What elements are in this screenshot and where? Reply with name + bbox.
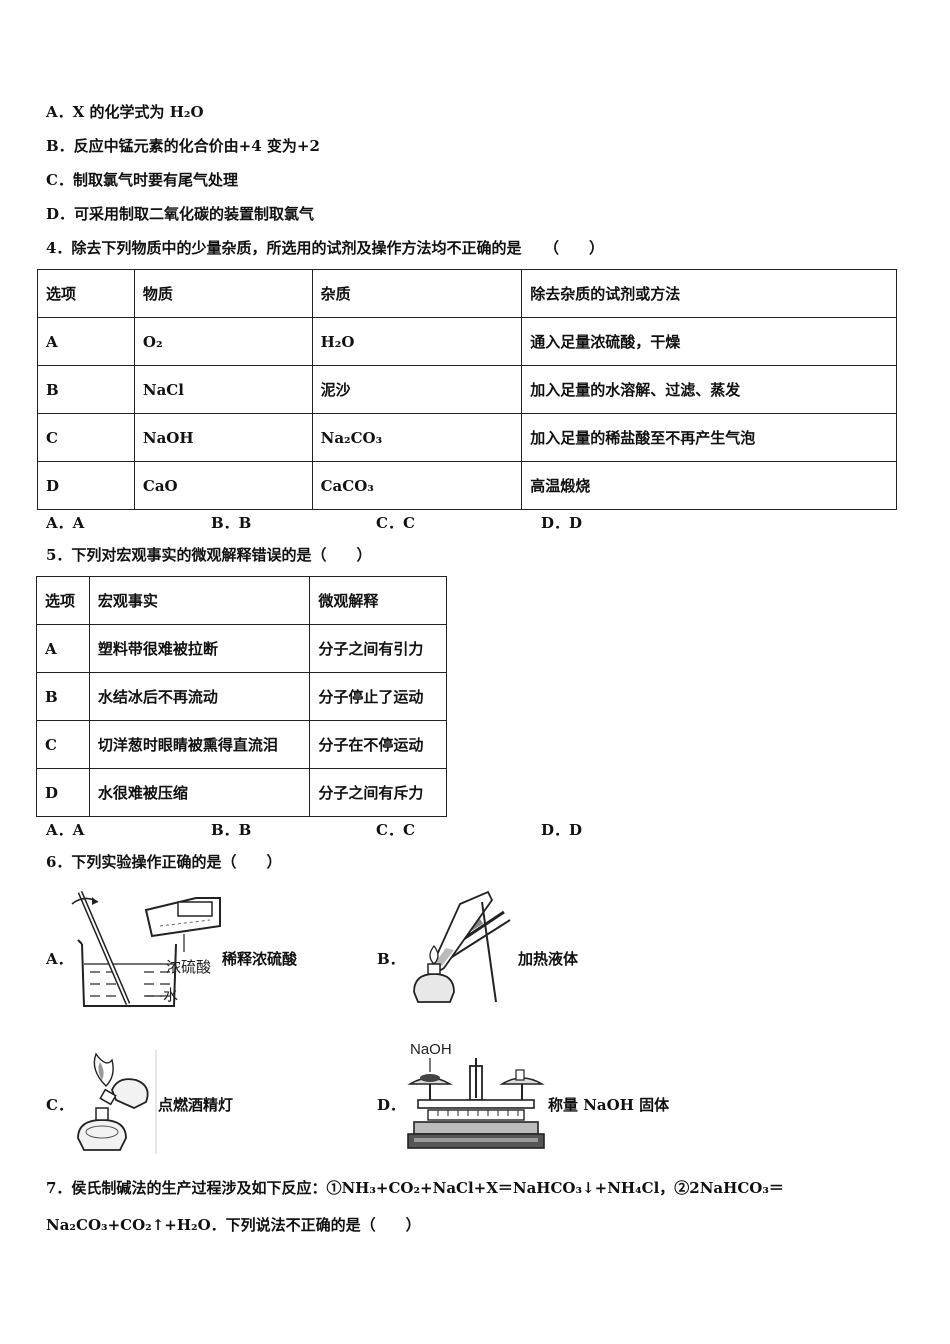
table-row: B 水结冰后不再流动 分子停止了运动 [36,672,447,721]
table-row: D 水很难被压缩 分子之间有斥力 [36,768,447,817]
table-cell: 泥沙 [311,365,523,414]
table-cell: Na₂CO₃ [311,413,523,462]
table-cell: 分子在不停运动 [309,720,447,769]
fig-label-naoh: NaOH [410,1041,452,1058]
table-cell: 加入足量的稀盐酸至不再产生气泡 [521,413,897,462]
table-cell: C [36,720,90,769]
q5-choice-c[interactable]: C．C [376,821,415,839]
table-cell: 分子停止了运动 [309,672,447,721]
q5-choice-d[interactable]: D．D [541,821,583,839]
q5-table: 选项 宏观事实 微观解释 A 塑料带很难被拉断 分子之间有引力 B 水结冰后不再… [36,576,447,817]
table-row: D CaO CaCO₃ 高温煅烧 [37,461,897,510]
q6-stem: 6．下列实验操作正确的是（ ） [46,853,282,871]
q6-item-d-caption: 称量 NaOH 固体 [548,1096,670,1114]
fig-label-acid: 浓硫酸 [166,959,211,976]
q4-table: 选项 物质 杂质 除去杂质的试剂或方法 A O₂ H₂O 通入足量浓硫酸，干燥 … [37,269,897,510]
table-cell: 水结冰后不再流动 [88,672,311,721]
header-cell: 宏观事实 [88,576,311,625]
q6-item-c-letter[interactable]: C． [46,1096,73,1114]
q6-item-d-letter[interactable]: D． [377,1096,406,1114]
q5-choice-b[interactable]: B．B [211,821,252,839]
q4-choice-c[interactable]: C．C [376,514,415,532]
q4-choices: A．A B．B C．C D．D [46,512,646,532]
table-cell: 分子之间有引力 [309,624,447,673]
table-row: A 塑料带很难被拉断 分子之间有引力 [36,624,447,673]
q3-option-d: D．可采用制取二氧化碳的装置制取氯气 [46,205,315,223]
q4-choice-a[interactable]: A．A [46,514,85,532]
q7-line-2: Na₂CO₃+CO₂↑+H₂O．下列说法不正确的是（ ） [46,1216,421,1234]
table-cell: CaO [133,461,313,510]
header-cell: 选项 [37,269,135,318]
heating-liquid-figure [413,890,511,1003]
q7-line-1: 7．侯氏制碱法的生产过程涉及如下反应：①NH₃+CO₂+NaCl+X＝NaHCO… [46,1179,784,1197]
table-cell: 加入足量的水溶解、过滤、蒸发 [521,365,897,414]
table-row: A O₂ H₂O 通入足量浓硫酸，干燥 [37,317,897,366]
table-cell: 塑料带很难被拉断 [88,624,311,673]
table-cell: CaCO₃ [311,461,523,510]
table-row: C 切洋葱时眼睛被熏得直流泪 分子在不停运动 [36,720,447,769]
balance-figure: NaOH [407,1041,545,1149]
table-cell: 水很难被压缩 [88,768,311,817]
table-header-row: 选项 物质 杂质 除去杂质的试剂或方法 [37,269,897,318]
table-cell: D [36,768,90,817]
table-cell: 高温煅烧 [521,461,897,510]
header-cell: 杂质 [311,269,523,318]
q6-item-b-letter[interactable]: B． [377,950,405,968]
q5-stem: 5．下列对宏观事实的微观解释错误的是（ ） [46,546,372,564]
q3-option-a: A．X 的化学式为 H₂O [46,103,204,121]
q6-item-c-caption: 点燃酒精灯 [158,1096,234,1114]
q5-choice-a[interactable]: A．A [46,821,85,839]
q6-item-b-caption: 加热液体 [518,950,579,968]
header-cell: 选项 [36,576,90,625]
table-cell: NaCl [133,365,313,414]
table-cell: D [37,461,135,510]
table-cell: A [37,317,135,366]
table-row: C NaOH Na₂CO₃ 加入足量的稀盐酸至不再产生气泡 [37,413,897,462]
table-cell: C [37,413,135,462]
q3-option-c: C．制取氯气时要有尾气处理 [46,171,238,189]
q4-choice-b[interactable]: B．B [211,514,252,532]
q6-item-a-caption: 稀释浓硫酸 [222,950,298,968]
q4-choice-d[interactable]: D．D [541,514,583,532]
table-cell: H₂O [311,317,523,366]
q3-option-b: B．反应中锰元素的化合价由+4 变为+2 [46,137,320,155]
table-cell: 切洋葱时眼睛被熏得直流泪 [88,720,311,769]
table-row: B NaCl 泥沙 加入足量的水溶解、过滤、蒸发 [37,365,897,414]
q6-item-a-letter[interactable]: A． [46,950,73,968]
lighting-lamp-figure [77,1050,157,1154]
table-cell: NaOH [133,413,313,462]
table-cell: O₂ [133,317,313,366]
table-header-row: 选项 宏观事实 微观解释 [36,576,447,625]
q5-choices: A．A B．B C．C D．D [46,819,646,839]
table-cell: 通入足量浓硫酸，干燥 [521,317,897,366]
table-cell: A [36,624,90,673]
header-cell: 物质 [133,269,313,318]
dilution-figure: 浓硫酸 水 [71,891,221,1007]
table-cell: B [37,365,135,414]
table-cell: B [36,672,90,721]
q4-stem: 4．除去下列物质中的少量杂质，所选用的试剂及操作方法均不正确的是 （ ） [46,239,604,257]
header-cell: 除去杂质的试剂或方法 [521,269,897,318]
header-cell: 微观解释 [309,576,447,625]
fig-label-water: 水 [163,987,178,1004]
table-cell: 分子之间有斥力 [309,768,447,817]
